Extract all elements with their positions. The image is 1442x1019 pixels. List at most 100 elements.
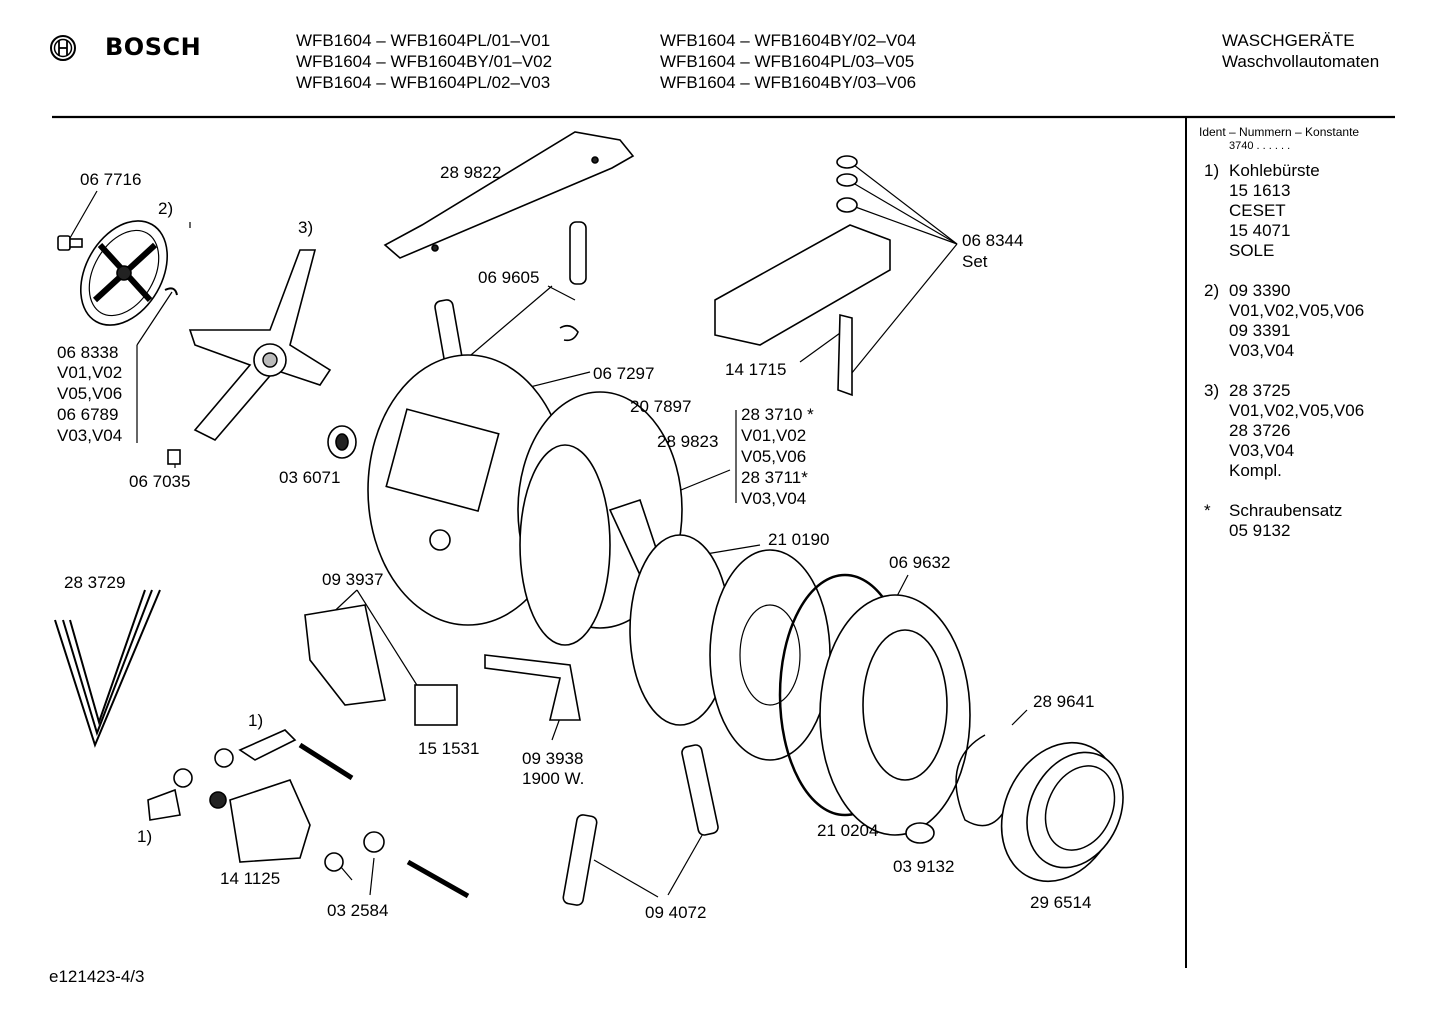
legend-group: 3) 28 3725 V01,V02,V05,V06 28 3726 V03,V…: [1199, 381, 1409, 481]
part-counterweight-141715: [714, 224, 891, 346]
label-141125: 14 1125: [220, 869, 281, 888]
part-bush-b: [173, 768, 193, 788]
part-drum-210190: [629, 534, 831, 761]
label-marker-3: 3): [298, 218, 314, 237]
legend-line: SOLE: [1229, 241, 1275, 260]
part-ring-289823: [519, 444, 611, 646]
part-pulley: [79, 220, 169, 326]
label-v0506: V05,V06: [57, 384, 123, 403]
label-296514: 29 6514: [1030, 893, 1092, 912]
document-number: e121423-4/3: [49, 967, 145, 986]
legend-panel: Ident – Nummern – Konstante 3740 . . . .…: [1199, 125, 1409, 541]
part-spring-069605: [434, 221, 587, 371]
category: WASCHGERÄTE: [1222, 31, 1355, 50]
part-shock-absorber-094072: [562, 744, 719, 906]
part-belt-283729: [54, 589, 161, 748]
label-283711: 28 3711*: [741, 468, 808, 487]
legend-marker: 2): [1204, 281, 1220, 300]
legend-group: 1) Kohlebürste 15 1613 CESET 15 4071 SOL…: [1199, 161, 1409, 261]
bosch-armature-icon: [50, 35, 76, 61]
legend-line: 05 9132: [1229, 521, 1291, 540]
brand-name: BOSCH: [105, 33, 202, 61]
model-line: WFB1604 – WFB1604BY/02–V04: [660, 31, 917, 50]
legend-constant: 3740 . . . . . .: [1229, 140, 1291, 152]
legend-line: V01,V02,V05,V06: [1229, 401, 1365, 420]
label-210190: 21 0190: [768, 530, 830, 549]
model-list-2: WFB1604 – WFB1604BY/02–V04 WFB1604 – WFB…: [660, 30, 916, 93]
model-line: WFB1604 – WFB1604PL/03–V05: [660, 52, 915, 71]
legend-line: V03,V04: [1229, 341, 1295, 360]
part-module-093937: [304, 604, 386, 706]
label-039132: 03 9132: [893, 857, 955, 876]
legend-line: Kohlebürste: [1229, 161, 1320, 180]
label-marker-1-b: 1): [137, 827, 153, 846]
legend-group: * Schraubensatz 05 9132: [1199, 501, 1409, 541]
model-line: WFB1604 – WFB1604BY/01–V02: [296, 52, 553, 71]
label-v0304-b: V03,V04: [741, 489, 807, 508]
label-068338: 06 8338: [57, 343, 119, 362]
label-283710: 28 3710 *: [741, 405, 814, 424]
subcategory: Waschvollautomaten: [1222, 52, 1380, 71]
label-069632: 06 9632: [889, 553, 951, 572]
legend-line: 15 1613: [1229, 181, 1291, 200]
label-067297: 06 7297: [593, 364, 655, 383]
legend-heading: Ident – Nummern – Konstante: [1199, 125, 1360, 139]
label-marker-2: 2): [158, 199, 174, 218]
part-grommet-032584b: [363, 831, 385, 853]
part-carbon-brush: [238, 729, 297, 761]
part-heater-093938: [484, 654, 581, 721]
part-door-gasket-296514: [1000, 741, 1124, 883]
part-carbon-brush-b: [147, 788, 181, 821]
legend-line: 09 3390: [1229, 281, 1291, 300]
part-bracket-289822: [383, 131, 635, 259]
part-sensor-151531: [414, 684, 458, 726]
part-long-bolt: [406, 859, 470, 899]
label-289823: 28 9823: [657, 432, 719, 451]
model-line: WFB1604 – WFB1604PL/01–V01: [296, 31, 551, 50]
label-032584: 03 2584: [327, 901, 389, 920]
model-line: WFB1604 – WFB1604BY/03–V06: [660, 73, 917, 92]
label-094072: 09 4072: [645, 903, 707, 922]
part-drum-cross: [188, 249, 332, 441]
label-069605: 06 9605: [478, 268, 540, 287]
part-bolt-067716: [57, 235, 83, 251]
label-marker-1: 1): [248, 711, 264, 730]
model-line: WFB1604 – WFB1604PL/02–V03: [296, 73, 551, 92]
legend-line: V03,V04: [1229, 441, 1295, 460]
label-036071: 03 6071: [279, 468, 341, 487]
label-207897: 20 7897: [630, 397, 692, 416]
label-v0102-b: V01,V02: [741, 426, 807, 445]
legend-line: Schraubensatz: [1229, 501, 1343, 520]
legend-line: V01,V02,V05,V06: [1229, 301, 1365, 320]
category-block: WASCHGERÄTE Waschvollautomaten: [1222, 30, 1379, 72]
legend-line: Kompl.: [1229, 461, 1282, 480]
bosch-logo: [48, 33, 78, 63]
legend-group: 2) 09 3390 V01,V02,V05,V06 09 3391 V03,V…: [1199, 281, 1409, 361]
label-set: Set: [962, 252, 988, 271]
part-grommet-039132: [905, 822, 935, 844]
part-clip-068338: [164, 287, 178, 296]
model-list-1: WFB1604 – WFB1604PL/01–V01 WFB1604 – WFB…: [296, 30, 552, 93]
part-screw-067035: [167, 449, 181, 465]
part-nut-set-068344: [836, 155, 858, 213]
part-tub-front-210204: [819, 594, 971, 836]
label-093937: 09 3937: [322, 570, 384, 589]
part-clip-067297: [559, 324, 579, 342]
label-067035: 06 7035: [129, 472, 191, 491]
legend-marker: 1): [1204, 161, 1220, 180]
label-210204: 21 0204: [817, 821, 879, 840]
label-283729: 28 3729: [64, 573, 126, 592]
label-151531: 15 1531: [418, 739, 480, 758]
label-v0304: V03,V04: [57, 426, 123, 445]
legend-line: 15 4071: [1229, 221, 1291, 240]
label-093938: 09 3938: [522, 749, 584, 768]
part-grommet-032584: [324, 852, 344, 872]
legend-line: 28 3725: [1229, 381, 1291, 400]
label-068344: 06 8344: [962, 231, 1024, 250]
legend-line: 09 3391: [1229, 321, 1291, 340]
label-067716: 06 7716: [80, 170, 142, 189]
part-cable: [298, 742, 354, 781]
label-289641: 28 9641: [1033, 692, 1095, 711]
legend-marker: *: [1204, 501, 1211, 520]
